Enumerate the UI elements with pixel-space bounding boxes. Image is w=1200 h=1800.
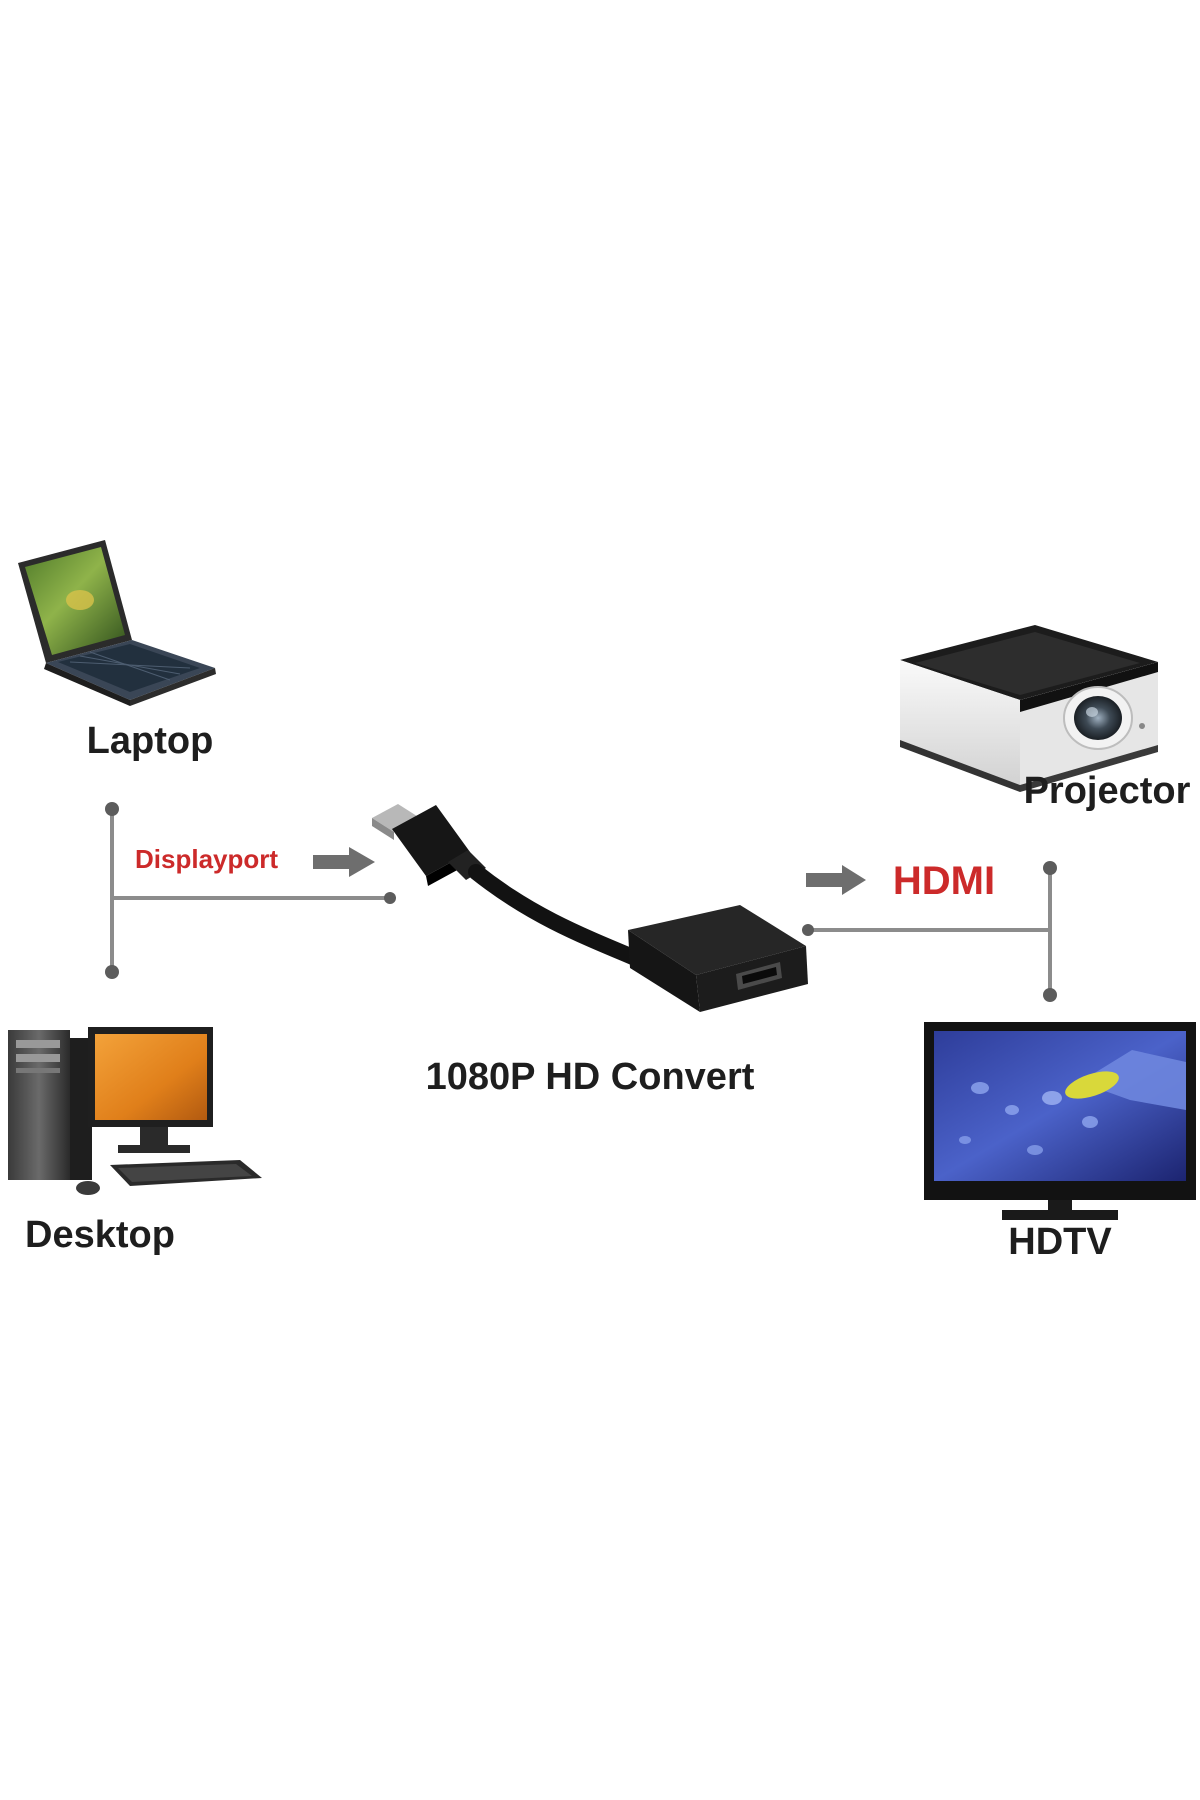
output-arrow-icon bbox=[806, 865, 866, 895]
output-connector-lines bbox=[802, 861, 1057, 1002]
input-connector-lines bbox=[105, 802, 396, 979]
converter-label: 1080P HD Convert bbox=[426, 1056, 755, 1098]
projector-label: Projector bbox=[1024, 770, 1191, 812]
desktop-label: Desktop bbox=[25, 1214, 175, 1256]
displayport-to-hdmi-adapter-icon bbox=[372, 804, 808, 1012]
laptop-label: Laptop bbox=[87, 720, 214, 762]
hdtv-label: HDTV bbox=[1008, 1221, 1112, 1263]
hdmi-signal-label: HDMI bbox=[893, 859, 995, 903]
tv-icon bbox=[924, 1022, 1196, 1220]
laptop-icon bbox=[18, 540, 216, 706]
displayport-signal-label: Displayport bbox=[135, 844, 278, 874]
desktop-computer-icon bbox=[8, 1027, 262, 1195]
projector-icon bbox=[900, 625, 1158, 792]
input-arrow-icon bbox=[313, 847, 375, 877]
